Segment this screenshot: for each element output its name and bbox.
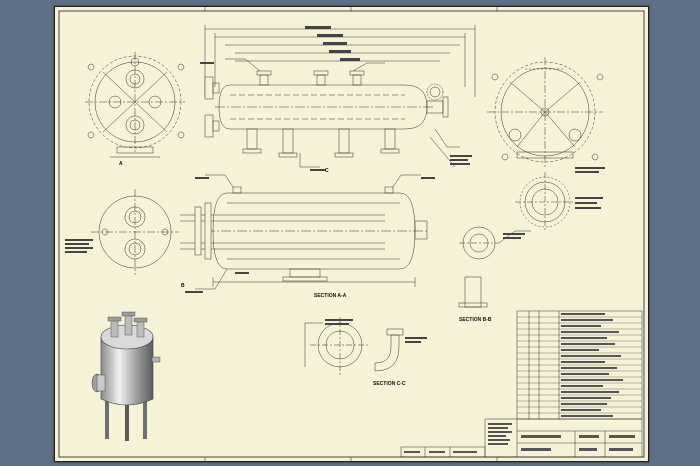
end-view-left (85, 52, 185, 158)
nozzle-detail (515, 172, 603, 232)
section-bb-label: SECTION B-B (459, 317, 492, 323)
section-aa-view (180, 174, 435, 293)
border-zone-ticks (204, 7, 498, 461)
section-cc-label: SECTION C-C (373, 381, 406, 387)
view-b-tag: B (181, 283, 185, 289)
end-view-right (487, 57, 605, 173)
isometric-vessel-render (91, 311, 161, 441)
view-a-tag: A (119, 161, 123, 167)
sheet-border (58, 10, 645, 458)
elevation-view (200, 25, 476, 171)
end-view-left-lower (65, 189, 179, 275)
parts-list-table (516, 310, 643, 420)
title-block (400, 418, 643, 458)
section-aa-label: SECTION A-A (314, 293, 347, 299)
view-c-tag: C (325, 168, 329, 174)
engineering-drawing: SECTION A-A SECTION B-B SECTION C-C A B … (58, 7, 645, 461)
section-bb-view (458, 226, 531, 308)
drawing-sheet: SECTION A-A SECTION B-B SECTION C-C A B … (54, 6, 649, 462)
section-cc-view (304, 317, 427, 375)
